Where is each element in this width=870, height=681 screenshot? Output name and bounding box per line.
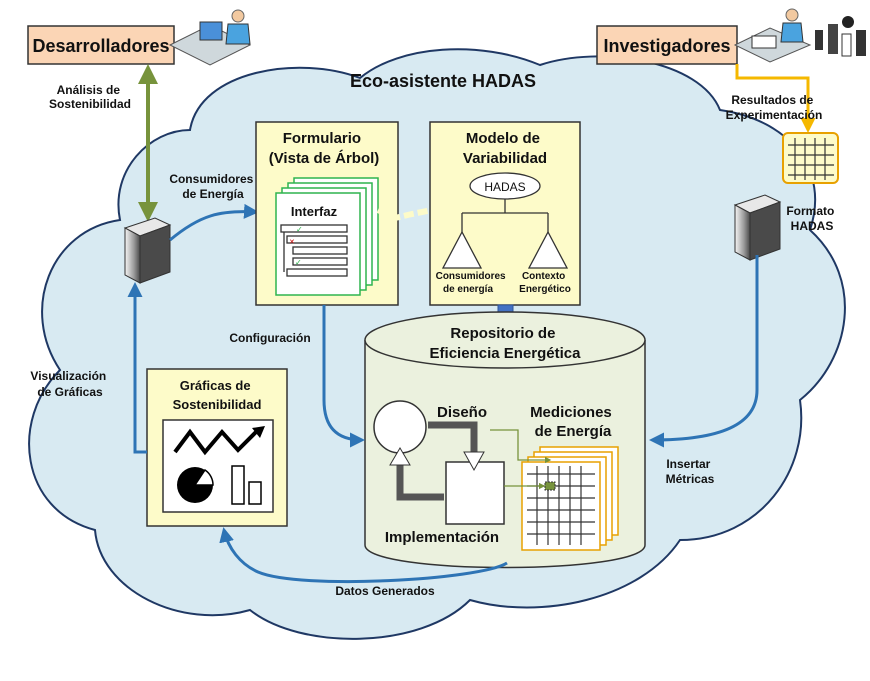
variability-model-title: Modelo de Variabilidad <box>463 130 547 167</box>
graphs-icon <box>162 419 274 513</box>
graph-visualization-label: Visualización de Gráficas <box>30 369 109 399</box>
energy-consumers-arrow <box>169 203 259 242</box>
repository-title: Repositorio de Eficiencia Energética <box>430 325 582 362</box>
form-title: Formulario (Vista de Árbol) <box>269 130 380 167</box>
researchers-box <box>596 25 738 65</box>
analysis-label: Análisis de Sostenibilidad <box>49 83 131 111</box>
configuration-arrow <box>322 305 365 448</box>
form-model-connector <box>376 207 433 222</box>
researchers-label: Investigadores <box>603 36 730 56</box>
hadas-format-label: Formato HADAS <box>786 204 837 233</box>
experiment-results-arrow <box>735 64 816 133</box>
design-circle <box>373 400 427 454</box>
interface-stack: ✕ ✓ ✓ <box>275 177 379 296</box>
interface-label: Interfaz <box>291 204 338 219</box>
generated-data-label: Datos Generados <box>335 584 435 598</box>
svg-text:✓: ✓ <box>296 225 303 234</box>
sustainability-graphs-title: Gráficas de Sostenibilidad <box>173 378 262 412</box>
diagram-title: Eco-asistente HADAS <box>350 71 536 91</box>
left-leaf-triangle <box>441 230 483 269</box>
energy-consumers-label: Consumidores de Energía <box>169 172 256 201</box>
left-server-icon <box>123 217 172 284</box>
model-tree-edges <box>461 199 549 232</box>
configuration-label: Configuración <box>229 331 310 345</box>
experiment-results-label: Resultados de Experimentación <box>726 93 823 122</box>
measurements-label: Mediciones de Energía <box>530 404 616 440</box>
right-leaf-triangle <box>527 230 569 269</box>
developer-at-desk-icon <box>168 9 252 66</box>
design-to-measurements-link <box>490 429 552 464</box>
implementation-label: Implementación <box>385 529 499 546</box>
design-to-implementation-arrow <box>428 421 478 455</box>
researcher-with-devices-icon <box>733 8 866 63</box>
graph-visualization-arrow <box>127 282 147 454</box>
results-grid-icon <box>782 132 839 184</box>
insert-metrics-label: Insertar Métricas <box>666 457 715 486</box>
implementation-square <box>445 461 505 525</box>
developers-label: Desarrolladores <box>32 36 169 56</box>
hadas-root-label: HADAS <box>484 180 525 194</box>
svg-text:✓: ✓ <box>295 258 302 267</box>
svg-text:✕: ✕ <box>289 239 295 246</box>
insert-metrics-arrow <box>649 255 759 448</box>
design-label: Diseño <box>437 404 487 421</box>
generated-data-arrow <box>219 527 508 584</box>
right-server-icon <box>733 194 782 261</box>
left-leaf-label: Consumidores de energía <box>436 271 509 295</box>
right-leaf-label: Contexto Energético <box>519 271 571 295</box>
measurements-stack <box>521 446 619 551</box>
implementation-to-design-arrow <box>396 462 444 501</box>
